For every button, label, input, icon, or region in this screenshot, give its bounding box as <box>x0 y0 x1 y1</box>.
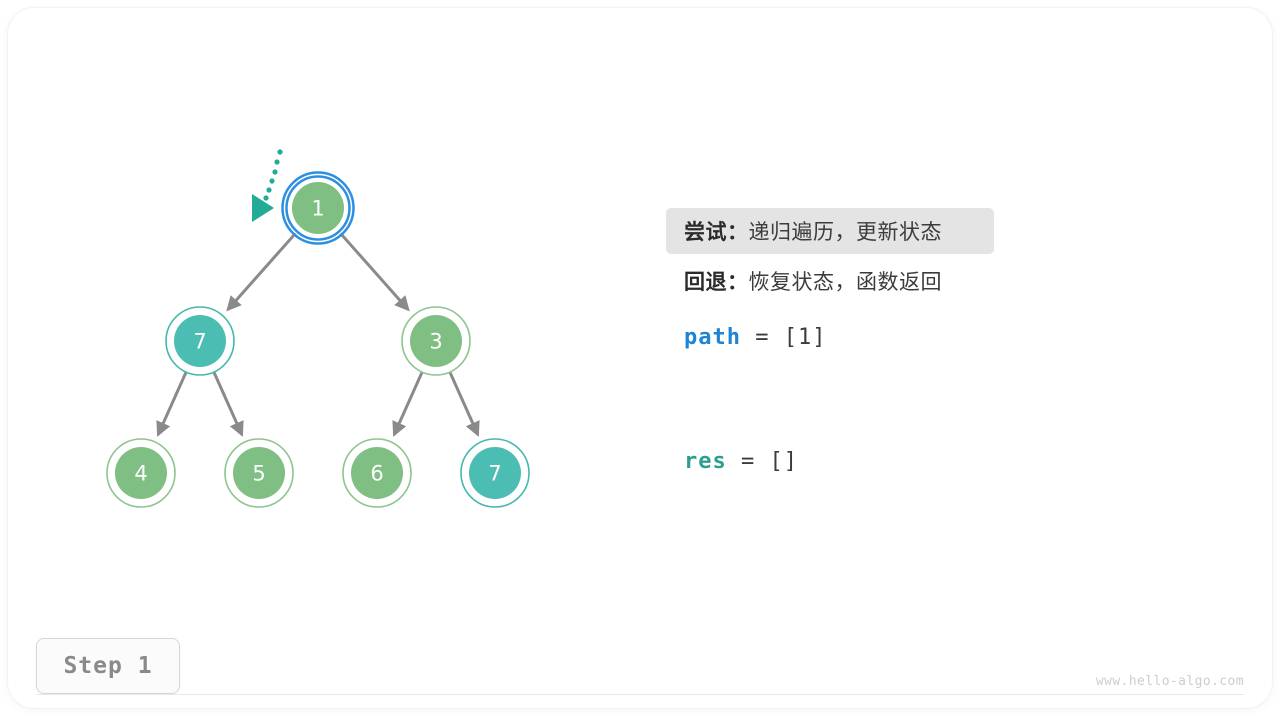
retreat-label: 回退： <box>684 271 749 294</box>
path-value: [1] <box>783 324 827 350</box>
node-label: 7 <box>193 330 206 354</box>
tree-node[interactable]: 1 <box>281 171 355 245</box>
node-highlight-ring <box>281 171 355 245</box>
node-label: 7 <box>488 462 501 486</box>
node-outer-ring <box>342 438 412 508</box>
tree-node[interactable]: 7 <box>165 306 235 376</box>
step-badge: Step 1 <box>36 638 180 694</box>
node-outer-ring <box>224 438 294 508</box>
recursion-pointer <box>252 149 283 222</box>
node-label: 6 <box>370 462 383 486</box>
try-line: 尝试：递归遍历，更新状态 <box>666 208 994 254</box>
node-outer-ring <box>106 438 176 508</box>
res-variable: res <box>684 448 727 474</box>
retreat-line: 回退：恢复状态，函数返回 <box>684 258 1204 304</box>
try-text: 递归遍历，更新状态 <box>748 221 942 244</box>
state-panel: 尝试：递归遍历，更新状态 回退：恢复状态，函数返回 path = [1] res… <box>666 208 1204 484</box>
node-circle <box>233 447 285 499</box>
path-equals: = <box>740 324 784 350</box>
node-outer-ring <box>165 306 235 376</box>
tree-edge <box>339 232 410 312</box>
node-outer-ring <box>460 438 530 508</box>
node-circle <box>115 447 167 499</box>
tree-node[interactable]: 5 <box>224 438 294 508</box>
tree-node-layer: 1 7 3 4 5 6 7 <box>106 171 530 508</box>
pointer-trail-dot <box>277 149 283 155</box>
binary-tree-diagram: 1 7 3 4 5 6 7 <box>106 149 530 508</box>
path-line: path = [1] <box>684 314 1204 360</box>
tree-edge <box>156 371 188 437</box>
tree-node[interactable]: 6 <box>342 438 412 508</box>
pointer-trail-dot <box>272 169 278 175</box>
node-outer-ring <box>401 306 471 376</box>
tree-edge-layer <box>156 232 480 437</box>
node-highlight-ring-inner <box>285 175 351 241</box>
node-circle <box>469 447 521 499</box>
pointer-trail-dot <box>274 159 280 165</box>
tree-edge <box>448 371 480 437</box>
node-label: 1 <box>311 197 324 221</box>
res-line: res = [] <box>684 438 1204 484</box>
node-circle <box>410 315 462 367</box>
node-circle <box>174 315 226 367</box>
tree-edge <box>212 371 244 437</box>
tree-node[interactable]: 7 <box>460 438 530 508</box>
res-equals: = <box>726 448 770 474</box>
pointer-trail-dot <box>269 178 275 184</box>
try-label: 尝试： <box>684 221 749 244</box>
tree-node[interactable]: 3 <box>401 306 471 376</box>
node-label: 3 <box>429 330 442 354</box>
tree-node[interactable]: 4 <box>106 438 176 508</box>
node-circle <box>351 447 403 499</box>
res-value: [] <box>769 448 798 474</box>
bottom-divider <box>36 694 1244 695</box>
retreat-text: 恢复状态，函数返回 <box>748 271 942 294</box>
path-variable: path <box>684 324 741 350</box>
pointer-trail-dot <box>263 195 269 201</box>
pointer-arrowhead-icon <box>252 194 274 222</box>
node-circle <box>292 182 344 234</box>
node-label: 5 <box>252 462 265 486</box>
tree-edge <box>226 232 297 312</box>
node-label: 4 <box>134 462 147 486</box>
tree-edge <box>392 371 424 437</box>
pointer-trail-dot <box>266 187 272 193</box>
watermark: www.hello-algo.com <box>1095 674 1244 689</box>
